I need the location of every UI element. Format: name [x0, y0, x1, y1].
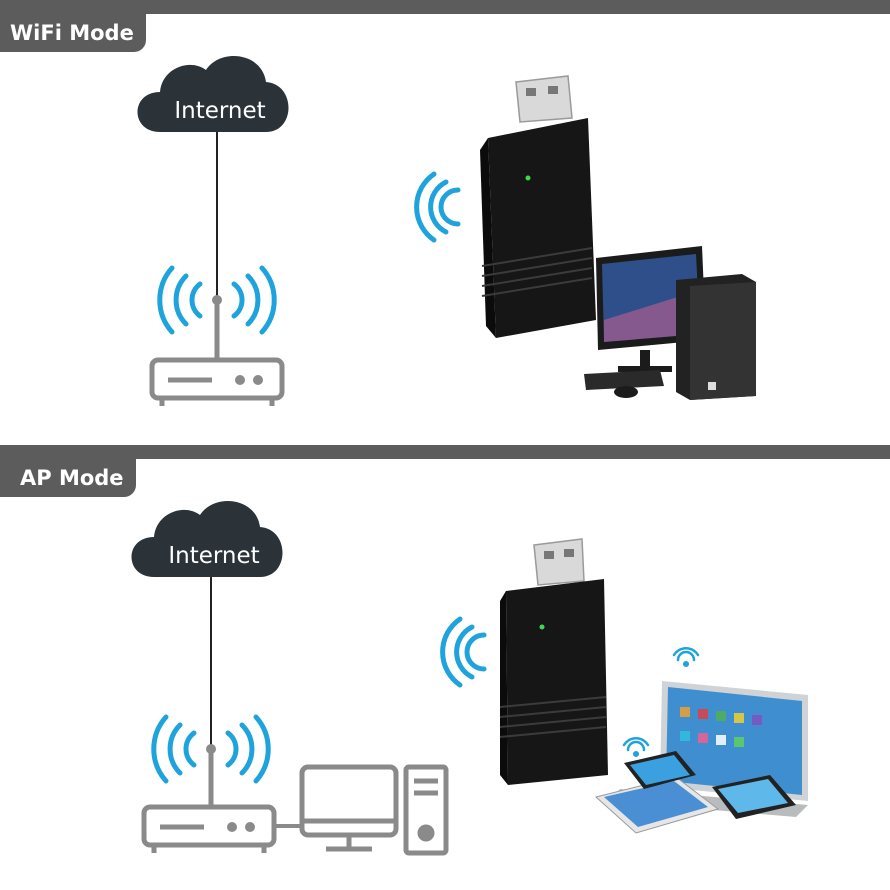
laptop — [608, 681, 808, 817]
usb-adapter — [499, 538, 608, 785]
wifi-icon — [622, 736, 650, 758]
wifi-icon — [672, 646, 700, 668]
adapter-signal-waves-icon — [414, 171, 461, 243]
section-header-bar — [0, 0, 890, 14]
router-icon — [149, 295, 285, 406]
smartphone — [712, 775, 796, 819]
ap-mode-diagram: Internet — [131, 501, 808, 856]
signal-waves-icon — [157, 265, 277, 335]
tablet — [594, 776, 720, 834]
smartphone — [624, 751, 696, 789]
wifi-mode-diagram: Internet — [137, 56, 756, 406]
cloud-label: Internet — [174, 98, 265, 124]
pc-tower-icon — [403, 764, 449, 856]
desktop-computer — [584, 246, 756, 400]
router-icon — [141, 744, 277, 853]
monitor-icon — [299, 764, 399, 852]
signal-waves-icon — [151, 714, 271, 784]
ap-mode-panel: AP Mode Internet — [0, 445, 890, 890]
wifi-mode-panel: WiFi Mode Internet — [0, 0, 890, 406]
section-header-bar — [0, 445, 890, 459]
cloud-label: Internet — [168, 543, 259, 569]
wifi-mode-title: WiFi Mode — [0, 14, 146, 52]
cloud-icon: Internet — [137, 56, 289, 132]
cloud-icon: Internet — [131, 501, 283, 577]
ap-mode-title: AP Mode — [0, 459, 136, 497]
adapter-signal-waves-icon — [440, 616, 487, 688]
usb-adapter — [480, 75, 596, 338]
